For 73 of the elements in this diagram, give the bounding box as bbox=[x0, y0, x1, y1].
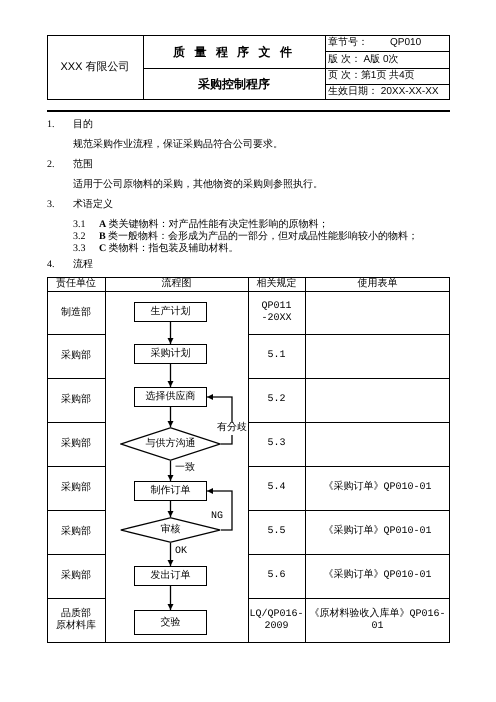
effective-date: 生效日期： 20XX-XX-XX bbox=[328, 86, 439, 98]
process-box bbox=[134, 387, 207, 407]
process-box bbox=[134, 566, 207, 586]
step-label: 采购计划 bbox=[150, 348, 190, 360]
column-header: 相关规定 bbox=[256, 278, 296, 290]
definition-text: A 类关键物料：对产品性能有决定性影响的原物料； bbox=[99, 219, 329, 230]
version-info: 版 次： A版 0次 bbox=[328, 54, 399, 66]
process-box bbox=[134, 302, 207, 322]
arrow bbox=[168, 322, 174, 344]
section-heading: 流程 bbox=[73, 259, 93, 271]
column-header: 责任单位 bbox=[56, 278, 96, 290]
step-label: 选择供应商 bbox=[146, 391, 196, 403]
procedure-title: 采购控制程序 bbox=[198, 77, 270, 91]
column-header: 使用表单 bbox=[358, 278, 398, 290]
company-name: XXX 有限公司 bbox=[60, 61, 130, 74]
form-name: 《采购订单》QP010-01 bbox=[323, 482, 432, 494]
section-number: 4. bbox=[47, 259, 54, 271]
item-number: 3.3 bbox=[73, 243, 86, 255]
section-number: 2. bbox=[47, 159, 54, 171]
step-label: 生产计划 bbox=[150, 306, 190, 318]
page-info: 页 次：第1页 共4页 bbox=[328, 70, 415, 82]
process-box bbox=[134, 344, 207, 364]
form-name: 《采购订单》QP010-01 bbox=[323, 526, 432, 538]
section-text: 适用于公司原物料的采购，其他物资的采购则参照执行。 bbox=[73, 179, 323, 191]
step-label: 制作订单 bbox=[150, 485, 190, 497]
column-header: 流程图 bbox=[162, 278, 192, 290]
regulation-code: 5.3 bbox=[267, 438, 286, 450]
decision-label: 与供方沟通 bbox=[146, 438, 196, 450]
document-type-title: 质 量 程 序 文 件 bbox=[173, 44, 295, 58]
regulation-code: 5.2 bbox=[267, 394, 286, 406]
decision-label: 审核 bbox=[160, 524, 180, 536]
definition-text: C 类物料：指包装及辅助材料。 bbox=[99, 243, 239, 255]
section-number: 1. bbox=[47, 119, 54, 131]
arrow bbox=[168, 543, 174, 566]
regulation-code: 5.6 bbox=[267, 570, 286, 582]
section-heading: 术语定义 bbox=[73, 199, 113, 211]
arrow bbox=[168, 364, 174, 387]
step-label: 发出订单 bbox=[150, 570, 190, 582]
department-name: 品质部 bbox=[61, 608, 91, 620]
form-name: 《采购订单》QP010-01 bbox=[323, 570, 432, 582]
decision-diamond bbox=[120, 517, 221, 543]
department-name: 采购部 bbox=[61, 438, 91, 450]
definition-text: B 类一般物料：会形成为产品的一部分，但对成品性能影响较小的物料； bbox=[99, 231, 418, 242]
department-name: 采购部 bbox=[61, 570, 91, 582]
item-number: 3.2 bbox=[73, 231, 86, 243]
step-label: 交验 bbox=[160, 616, 180, 628]
regulation-code: 5.1 bbox=[267, 350, 286, 362]
department-name: 采购部 bbox=[61, 526, 91, 538]
process-box bbox=[134, 481, 207, 501]
department-name: 采购部 bbox=[61, 394, 91, 406]
edge-label: 有分歧 bbox=[217, 423, 247, 435]
form-name: 《原材料验收入库单》QP016-01 bbox=[308, 608, 446, 632]
arrow bbox=[168, 461, 174, 481]
department-name: 原材料库 bbox=[56, 620, 96, 632]
regulation-code: 5.5 bbox=[267, 526, 286, 538]
department-name: 制造部 bbox=[61, 306, 91, 318]
regulation-code: LQ/QP016-2009 bbox=[249, 608, 304, 632]
arrow bbox=[207, 488, 233, 531]
arrow bbox=[168, 586, 174, 610]
arrow bbox=[168, 501, 174, 517]
department-name: 采购部 bbox=[61, 482, 91, 494]
field-label: 章节号： bbox=[328, 37, 368, 49]
item-number: 3.1 bbox=[73, 219, 86, 231]
process-box bbox=[134, 610, 207, 635]
section-heading: 范围 bbox=[73, 159, 93, 171]
regulation-code: QP011 -20XX bbox=[260, 300, 292, 324]
regulation-code: 5.4 bbox=[267, 482, 286, 494]
department-name: 采购部 bbox=[61, 350, 91, 362]
section-text: 规范采购作业流程，保证采购品符合公司要求。 bbox=[73, 139, 283, 151]
arrow bbox=[168, 407, 174, 427]
document-number: QP010 bbox=[390, 37, 422, 49]
section-heading: 目的 bbox=[73, 119, 93, 131]
section-number: 3. bbox=[47, 199, 54, 211]
